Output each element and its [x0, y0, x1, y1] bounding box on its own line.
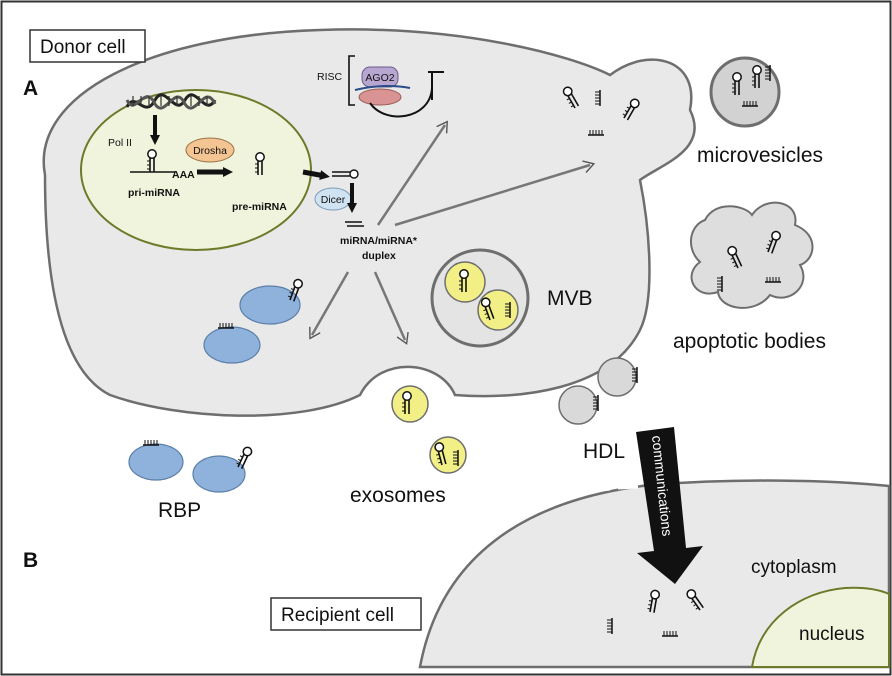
export-arrow	[302, 169, 330, 181]
dna-helix-icon	[125, 93, 217, 110]
arrow-to-microvesicle	[394, 160, 596, 227]
communications-arrow: communications	[636, 427, 703, 584]
exosome-2-strand	[452, 449, 459, 467]
hdl-particle-1-strand	[592, 394, 599, 412]
hdl-particle-2-strand	[631, 366, 638, 384]
apoptotic-body	[690, 201, 814, 309]
pri-mirna-label: pri-miRNA	[128, 187, 180, 199]
rbp-donor-2	[203, 326, 261, 364]
mvb-label: MVB	[547, 287, 593, 310]
rbp-extracellular-2	[192, 455, 246, 493]
recipient-cell-label: Recipient cell	[281, 605, 394, 626]
target-mrna	[354, 84, 411, 91]
microvesicles-label: microvesicles	[697, 144, 823, 167]
apoptotic-strand-2	[764, 276, 782, 283]
cytoplasm-label: cytoplasm	[751, 557, 837, 578]
duplex-label-1: miRNA/miRNA*	[340, 235, 418, 247]
rbp-donor-2-mirna	[217, 322, 235, 329]
panel-b-label: B	[23, 549, 38, 572]
recipient-cell-box	[270, 597, 422, 631]
ago2-label: AGO2	[365, 72, 394, 84]
dicer-label: Dicer	[321, 194, 346, 206]
risc-ribosome	[358, 88, 402, 106]
microvesicle-strand-1	[764, 64, 771, 82]
membrane-gap	[589, 483, 639, 493]
exosome-1	[391, 385, 429, 423]
rbp-extracellular-1	[128, 443, 184, 481]
cyto-pre-mirna-icon	[332, 169, 359, 179]
exosome-2	[429, 436, 467, 474]
recipient-strand-1	[606, 617, 613, 635]
donor-nucleus	[80, 89, 312, 251]
microvesicle-strand-2	[741, 100, 759, 107]
arrow-to-rbp	[309, 271, 350, 340]
drosha-enzyme	[185, 137, 235, 163]
hdl-particle-1	[558, 385, 598, 425]
arrow-to-risc	[376, 120, 448, 226]
rbp-donor-1	[239, 285, 301, 325]
hdl-particle-2	[597, 357, 637, 397]
risc-bracket	[348, 55, 355, 106]
drosha-label: Drosha	[193, 145, 227, 157]
mvb-exosome-1	[444, 261, 486, 303]
aaa-label: AAA	[172, 169, 195, 181]
rbp-label: RBP	[158, 499, 201, 522]
exosomes-label: exosomes	[350, 484, 446, 507]
mvb-exosome-2-strand	[504, 301, 511, 319]
donor-cell-label: Donor cell	[40, 37, 126, 58]
apoptotic-strand-1	[716, 275, 723, 293]
recipient-nucleus	[750, 586, 890, 668]
duplex-label-2: duplex	[362, 250, 396, 262]
repression-arc	[369, 87, 433, 118]
recipient-strand-2	[661, 630, 679, 637]
nucleus-label: nucleus	[799, 624, 865, 645]
hdl-label: HDL	[583, 440, 625, 463]
microvesicle	[709, 56, 781, 128]
repression-bar	[428, 71, 444, 100]
pol2-label: Pol II	[108, 137, 132, 149]
pri-mirna-icon	[130, 149, 175, 173]
apoptotic-bodies-label: apoptotic bodies	[673, 330, 826, 353]
arrow-to-mvb	[373, 271, 409, 345]
risc-label: RISC	[317, 71, 343, 83]
rbp-extracellular-1-mirna	[142, 439, 160, 446]
panel-a-label: A	[23, 77, 38, 100]
pre-mirna-label: pre-miRNA	[232, 201, 287, 213]
donor-cell-box	[29, 29, 146, 63]
duplex-icon	[345, 221, 364, 227]
